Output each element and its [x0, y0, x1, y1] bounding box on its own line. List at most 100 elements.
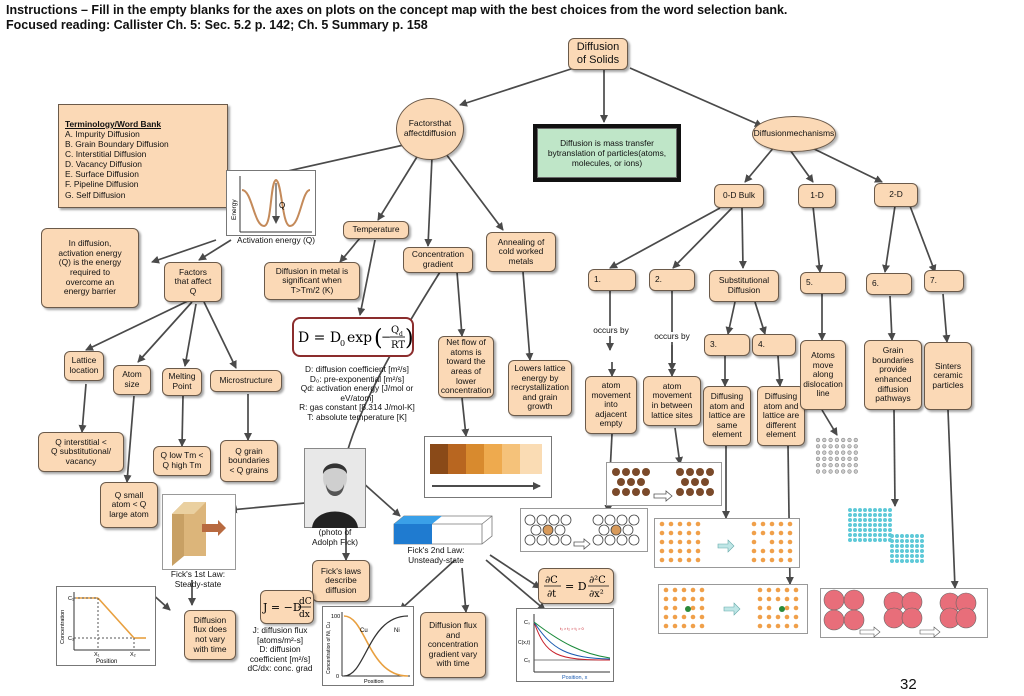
arrhenius-legend: D: diffusion coefficient [m²/s] D₀: pre-…	[299, 364, 415, 422]
lattice-atom	[775, 587, 781, 593]
lattice-atom	[822, 450, 827, 455]
lattice-atom	[778, 521, 784, 527]
lattice-atom	[878, 513, 882, 517]
lattice-atom	[868, 513, 872, 517]
position-x-axis-label: Position, x	[562, 675, 588, 681]
lattice-atom	[853, 508, 857, 512]
lattice-atom	[760, 548, 766, 554]
lattice-atom	[766, 605, 772, 611]
lattice-atom	[853, 437, 858, 443]
lattice-atom	[868, 533, 872, 537]
tick-100: 100	[331, 614, 340, 620]
lattice-atom	[915, 539, 919, 543]
lattice-atom	[920, 544, 924, 548]
svg-text:= D: = D	[565, 580, 587, 593]
blank-1[interactable]: 1.	[588, 269, 636, 291]
blank-7[interactable]: 7.	[924, 270, 964, 292]
lattice-atom	[873, 513, 877, 517]
fick1-equation-render: J = −D dC dx	[262, 597, 312, 620]
lattice-atom	[834, 450, 840, 455]
x2-label: X₂	[130, 652, 136, 658]
blank-6[interactable]: 6.	[866, 273, 912, 295]
lattice-atom	[848, 513, 852, 517]
lattice-atom	[699, 587, 705, 593]
c1-label: C₁	[68, 596, 74, 602]
lattice-atom	[883, 528, 887, 532]
page-number: 32	[900, 676, 917, 693]
lattice-atom	[910, 549, 914, 553]
lattice-atom	[910, 544, 914, 548]
lattice-atom	[853, 518, 857, 522]
word-bank-item: D. Vacancy Diffusion	[65, 159, 142, 170]
lattice-atom	[900, 544, 904, 548]
lattice-atom	[853, 513, 857, 517]
word-bank-item: E. Surface Diffusion	[65, 169, 139, 180]
blank-4[interactable]: 4.	[752, 334, 796, 356]
lattice-atom	[863, 523, 867, 527]
blank-3[interactable]: 3.	[704, 334, 750, 356]
lattice-atom	[769, 557, 775, 563]
lattice-atom	[787, 530, 793, 536]
lattice-atom	[900, 539, 904, 543]
lattice-atom	[815, 456, 821, 462]
lattice-atom	[663, 623, 669, 629]
lattice-atom	[834, 437, 840, 443]
lattice-atom	[915, 534, 919, 538]
lattice-atom	[847, 469, 852, 474]
svg-text:dC: dC	[299, 597, 312, 607]
node-diffusion-mechanisms: Diffusionmechanisms	[752, 116, 836, 152]
lattice-atom	[677, 548, 683, 554]
lattice-atom	[883, 508, 887, 512]
blank-5[interactable]: 5.	[800, 272, 846, 294]
svg-text:D = D: D = D	[298, 330, 341, 346]
lattice-atom	[690, 587, 696, 593]
lattice-atom	[905, 559, 909, 563]
interstitial-diagram	[606, 462, 722, 506]
cu-label: Cu	[360, 628, 368, 634]
node-activation-energy-definition: In diffusion,activation energy(Q) is the…	[41, 228, 139, 308]
lattice-atom	[690, 614, 696, 620]
lattice-atom	[659, 548, 665, 554]
blank-2[interactable]: 2.	[649, 269, 695, 291]
lattice-atom	[828, 437, 833, 443]
lattice-atom	[853, 469, 858, 474]
lattice-atom	[853, 444, 858, 449]
fick2-equation: ∂C ∂t = D ∂²C ∂x²	[538, 568, 614, 604]
lattice-atom	[672, 605, 678, 611]
lattice-atom	[853, 538, 857, 542]
lattice-atom	[672, 623, 678, 629]
lattice-atom	[769, 521, 775, 527]
lattice-atom	[848, 518, 852, 522]
adolph-fick-portrait	[304, 448, 366, 528]
lattice-atom	[699, 623, 705, 629]
lattice-atom	[828, 450, 833, 455]
lattice-atom	[847, 444, 852, 449]
lattice-atom	[686, 548, 692, 554]
lattice-atom	[668, 530, 674, 536]
lattice-atom	[769, 530, 775, 536]
lattice-atom	[815, 469, 821, 474]
lattice-atom	[793, 605, 799, 611]
lattice-atom	[883, 513, 887, 517]
node-microstructure: Microstructure	[210, 370, 282, 392]
lattice-atom	[878, 528, 882, 532]
lattice-atom	[659, 521, 665, 527]
lattice-atom	[848, 528, 852, 532]
lattice-atom	[784, 605, 790, 611]
lattice-atom	[699, 605, 705, 611]
lattice-atom	[784, 614, 790, 620]
lattice-atom	[847, 463, 852, 468]
lattice-atom	[766, 623, 772, 629]
lattice-atom	[910, 539, 914, 543]
svg-text:∂t: ∂t	[547, 589, 556, 600]
lattice-atom	[847, 456, 852, 462]
lattice-atom	[757, 605, 763, 611]
lattice-atom	[699, 596, 705, 602]
lattice-atom	[848, 508, 852, 512]
